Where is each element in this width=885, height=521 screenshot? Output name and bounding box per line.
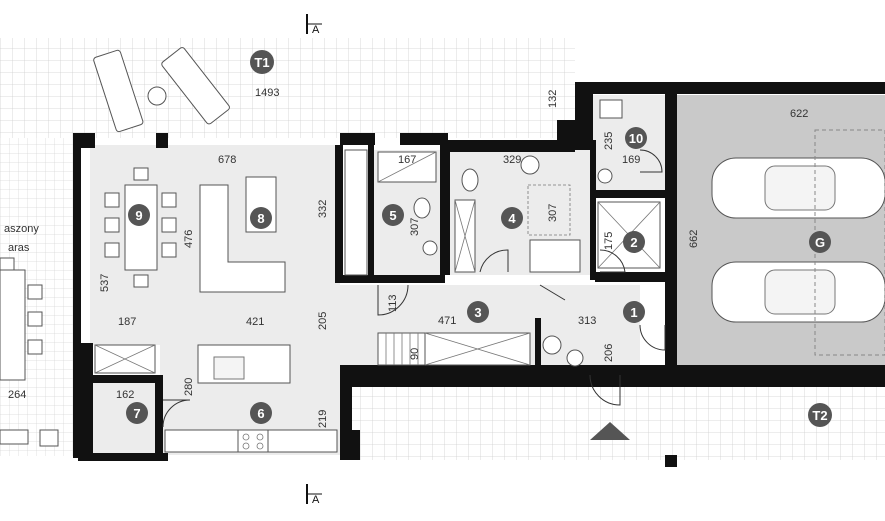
room-marker-6: 6 <box>250 402 272 424</box>
cabinet-4 <box>527 184 571 236</box>
svg-text:6: 6 <box>257 406 264 421</box>
section-label-top: A <box>312 24 320 36</box>
lounger-right <box>161 47 230 125</box>
room-marker-3: 3 <box>467 301 489 323</box>
washbasin-5 <box>422 240 438 256</box>
svg-text:169: 169 <box>622 154 640 166</box>
svg-text:329: 329 <box>503 154 521 166</box>
svg-text:10: 10 <box>629 131 643 146</box>
svg-text:622: 622 <box>790 108 808 120</box>
side-text-line2: aras <box>8 242 30 254</box>
svg-text:421: 421 <box>246 316 264 328</box>
dining-table <box>124 184 158 271</box>
svg-text:476: 476 <box>183 230 195 248</box>
svg-text:1493: 1493 <box>255 87 279 99</box>
svg-text:5: 5 <box>389 208 396 223</box>
svg-text:678: 678 <box>218 154 236 166</box>
svg-text:187: 187 <box>118 316 136 328</box>
section-label-bottom: A <box>312 494 320 506</box>
room-marker-4: 4 <box>501 207 523 229</box>
svg-text:219: 219 <box>317 410 329 428</box>
svg-text:313: 313 <box>578 315 596 327</box>
svg-text:206: 206 <box>603 344 615 362</box>
toilet-5 <box>413 197 431 219</box>
doors <box>162 149 666 428</box>
outdoor-chairs <box>0 257 43 355</box>
hall-plant <box>566 349 584 367</box>
svg-text:205: 205 <box>317 312 329 330</box>
svg-text:162: 162 <box>116 389 134 401</box>
hall-chair <box>542 335 562 355</box>
svg-text:235: 235 <box>603 132 615 150</box>
zone-label-t1: T1 <box>254 55 269 70</box>
zone-label-t2: T2 <box>812 408 827 423</box>
room-marker-9: 9 <box>128 204 150 226</box>
terrace-side-table <box>147 86 167 106</box>
room-marker-7: 7 <box>126 402 148 424</box>
boiler-10 <box>599 99 623 119</box>
sofa <box>199 184 286 293</box>
fixture-10 <box>597 168 613 184</box>
dining-chairs <box>104 167 177 288</box>
zone-t2: T2 <box>808 403 832 427</box>
svg-text:113: 113 <box>387 294 399 312</box>
cooktop <box>237 429 269 453</box>
tv-cabinet <box>344 149 368 276</box>
svg-text:175: 175 <box>603 232 615 250</box>
terrace-t2 <box>352 385 885 460</box>
stairs <box>377 332 427 366</box>
zone-label-g: G <box>815 235 825 250</box>
svg-text:332: 332 <box>317 200 329 218</box>
terrace-post <box>665 455 677 467</box>
room-marker-8: 8 <box>250 207 272 229</box>
sink <box>213 356 245 380</box>
bathtub <box>529 239 581 273</box>
svg-text:307: 307 <box>547 204 559 222</box>
outdoor-box <box>39 429 59 447</box>
room-marker-2: 2 <box>623 231 645 253</box>
room-marker-1: 1 <box>623 301 645 323</box>
svg-text:307: 307 <box>409 218 421 236</box>
outdoor-table <box>0 269 26 381</box>
svg-text:9: 9 <box>135 208 142 223</box>
car-bottom <box>711 261 885 323</box>
side-text-line1: aszony <box>4 223 39 235</box>
svg-text:132: 132 <box>547 90 559 108</box>
entrance-arrow-icon <box>590 422 630 440</box>
room-marker-10: 10 <box>625 127 647 149</box>
svg-text:3: 3 <box>474 305 481 320</box>
car-top <box>711 157 885 219</box>
section-mark-top: A <box>306 14 322 36</box>
garage-floor <box>675 95 885 365</box>
outdoor-grill <box>0 429 29 445</box>
section-mark-bottom: A <box>306 484 322 506</box>
svg-text:90: 90 <box>409 348 421 360</box>
svg-text:1: 1 <box>630 305 637 320</box>
washbasin-4 <box>520 155 540 175</box>
svg-text:264: 264 <box>8 389 26 401</box>
lounger-left <box>93 49 144 133</box>
toilet-4 <box>461 168 479 192</box>
svg-text:8: 8 <box>257 211 264 226</box>
room-marker-5: 5 <box>382 204 404 226</box>
svg-text:2: 2 <box>630 235 637 250</box>
svg-text:7: 7 <box>133 406 140 421</box>
svg-text:4: 4 <box>508 211 516 226</box>
svg-text:471: 471 <box>438 315 456 327</box>
svg-text:662: 662 <box>688 230 700 248</box>
svg-text:537: 537 <box>99 274 111 292</box>
zone-g: G <box>809 231 831 253</box>
walls <box>73 82 885 461</box>
dimension-labels: 1493 132 622 678 332 167 329 235 169 476… <box>8 87 808 428</box>
terrace-t1 <box>0 38 575 138</box>
zone-t1: T1 <box>250 50 274 74</box>
svg-text:167: 167 <box>398 154 416 166</box>
svg-text:280: 280 <box>183 378 195 396</box>
